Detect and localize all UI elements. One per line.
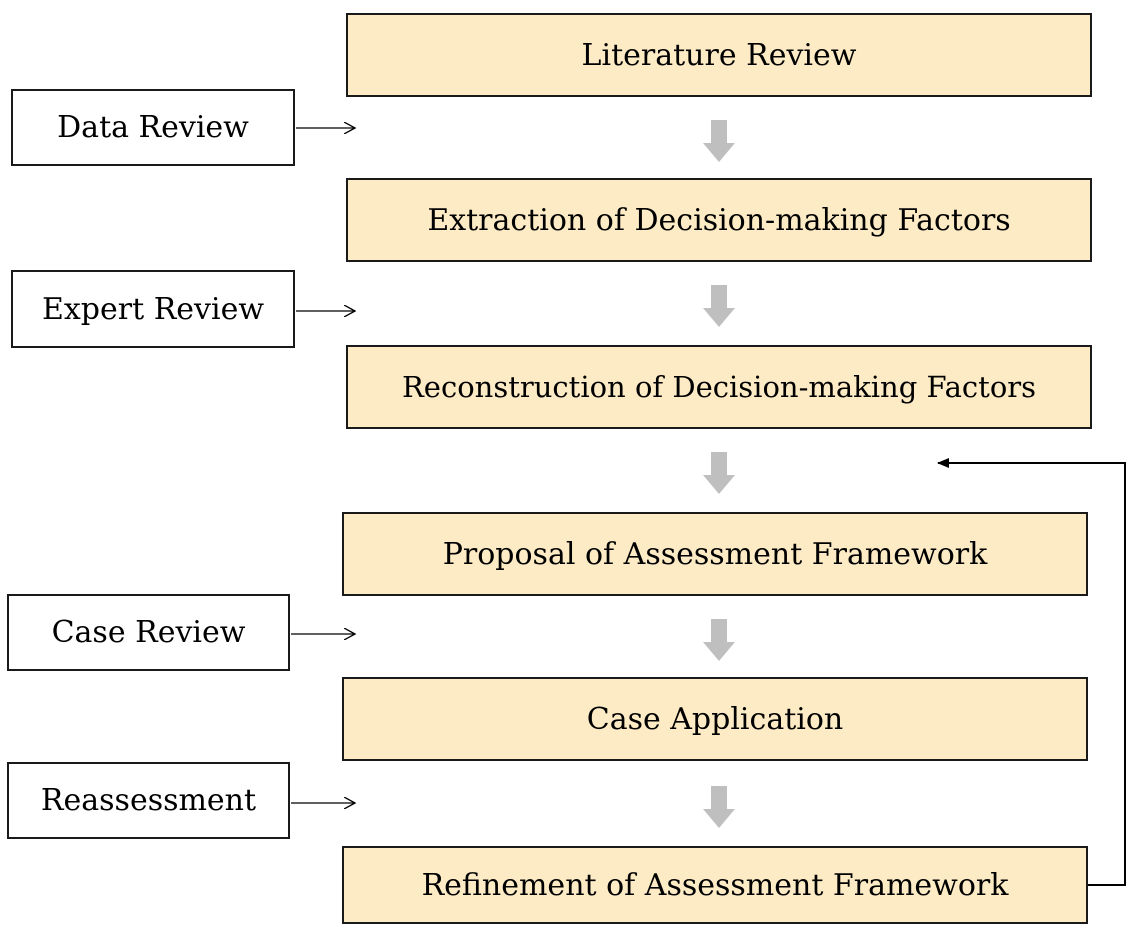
input-data-review: Data Review [11,89,295,166]
step-case-application: Case Application [342,677,1088,761]
input-label: Data Review [57,110,249,145]
step-label: Reconstruction of Decision-making Factor… [401,370,1037,404]
step-refinement-of-assessment-framework: Refinement of Assessment Framework [342,846,1088,924]
step-label: Refinement of Assessment Framework [421,867,1009,903]
flow-arrow-4 [703,619,735,661]
step-literature-review: Literature Review [346,13,1092,97]
feedback-loop-arrow [937,458,1126,886]
input-expert-review: Expert Review [11,270,295,348]
step-label: Literature Review [581,37,857,73]
flow-arrow-2 [703,285,735,327]
step-proposal-of-assessment-framework: Proposal of Assessment Framework [342,512,1088,596]
step-label: Extraction of Decision-making Factors [427,202,1011,238]
input-label: Case Review [51,615,246,650]
input-case-review: Case Review [7,594,290,671]
flow-arrow-1 [703,120,735,162]
step-extraction-of-decision-making-factors: Extraction of Decision-making Factors [346,178,1092,262]
input-reassessment: Reassessment [7,762,290,839]
flow-arrow-3 [703,452,735,494]
step-label: Proposal of Assessment Framework [442,536,988,572]
step-reconstruction-of-decision-making-factors: Reconstruction of Decision-making Factor… [346,345,1092,429]
step-label: Case Application [586,701,844,737]
input-label: Reassessment [40,783,257,818]
input-label: Expert Review [41,291,265,327]
flow-arrow-5 [703,786,735,828]
